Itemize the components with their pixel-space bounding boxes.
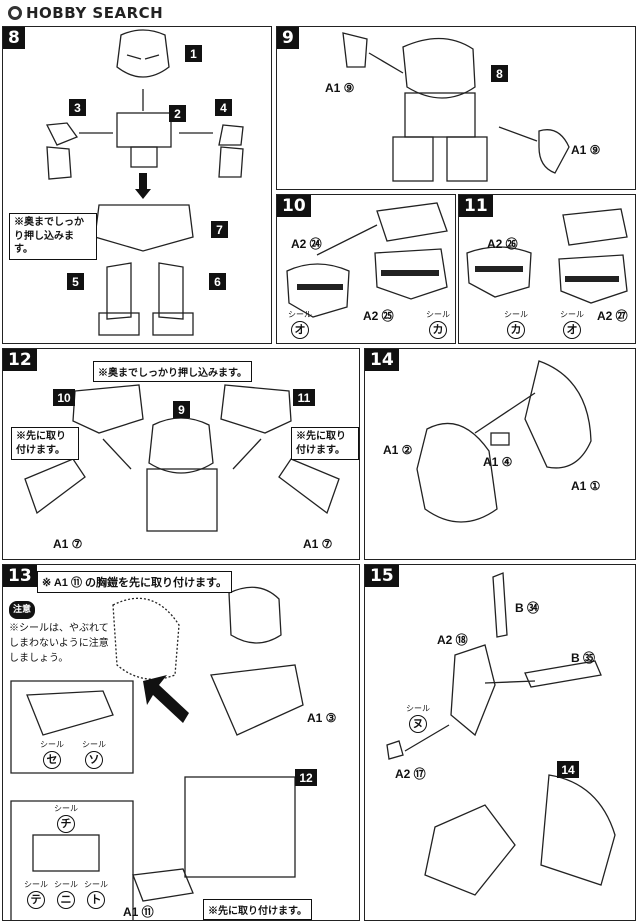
step-15-panel: 15 B ㉞ A2 ⑱ B ㉟ A2 ⑰ シールヌ 14 (364, 564, 636, 921)
attach-first-note-left: ※先に取り付けます。 (11, 427, 79, 460)
part-a1-2: A1 ② (383, 443, 413, 457)
part-b-35: B ㉟ (571, 651, 596, 665)
step-12-panel: 12 ※奥までしっかり押し込みます。 10 9 11 ※先に取り付けます。 ※先… (2, 348, 360, 560)
callout-2: 2 (169, 105, 186, 122)
step-11-drawing (466, 208, 628, 304)
step-number: 10 (277, 195, 311, 217)
seal-so: シールソ (81, 741, 107, 769)
seal-to: シールト (83, 881, 109, 909)
gear-icon (8, 6, 22, 20)
seal-ni: シールニ (53, 881, 79, 909)
part-a1-4: A1 ④ (483, 455, 513, 469)
caution-badge: 注意 (9, 601, 36, 619)
callout-3: 3 (69, 99, 86, 116)
part-a2-26: A2 ㉖ (487, 237, 518, 251)
press-note: ※奥までしっかり押し込みます。 (9, 213, 97, 260)
callout-1: 1 (185, 45, 202, 62)
step-number: 11 (459, 195, 493, 217)
caution-box: 注意 ※シールは、やぶれてしまわないように注意しましょう。 (9, 601, 109, 666)
part-a2-24: A2 ㉔ (291, 237, 322, 251)
attach-first-note-right: ※先に取り付けます。 (291, 427, 359, 460)
step-12-drawing (24, 384, 340, 532)
step-11-panel: 11 A2 ㉖ A2 ㉗ シールカ シールオ (458, 194, 636, 344)
part-a2-18: A2 ⑱ (437, 633, 468, 647)
seal-ka: シールカ (425, 311, 451, 339)
seal-ka: シールカ (503, 311, 529, 339)
step-8-drawing (45, 29, 244, 336)
step-number: 8 (3, 27, 25, 49)
seal-o: シールオ (559, 311, 585, 339)
callout-5: 5 (67, 273, 84, 290)
part-a1-9-left: A1 ⑨ (325, 81, 355, 95)
press-note: ※奥までしっかり押し込みます。 (93, 361, 252, 382)
step-number: 13 (3, 565, 37, 587)
part-a1-1: A1 ① (571, 479, 601, 493)
brand-logo[interactable]: HOBBY SEARCH (8, 4, 163, 22)
part-a2-27: A2 ㉗ (597, 309, 628, 323)
step-15-drawing (386, 572, 616, 896)
callout-7: 7 (211, 221, 228, 238)
step-9-drawing (342, 32, 570, 182)
step-8-panel: 8 1 2 3 4 7 5 6 ※奥までしっかり押し込みます。 (2, 26, 272, 344)
step-13-drawing (10, 586, 304, 920)
step-10-drawing (286, 202, 448, 318)
part-a1-7-right: A1 ⑦ (303, 537, 333, 551)
callout-9: 9 (173, 401, 190, 418)
callout-6: 6 (209, 273, 226, 290)
step-10-panel: 10 A2 ㉔ A2 ㉕ シールオ シールカ (276, 194, 456, 344)
part-a1-9-right: A1 ⑨ (571, 143, 601, 157)
chest-armor-note: ※ A1 ⑪ の胸鎧を先に取り付けます。 (37, 571, 232, 593)
callout-4: 4 (215, 99, 232, 116)
seal-se: シールセ (39, 741, 65, 769)
step-14-panel: 14 A1 ② A1 ④ A1 ① (364, 348, 636, 560)
callout-10: 10 (53, 389, 75, 406)
part-a1-7-left: A1 ⑦ (53, 537, 83, 551)
seal-o: シールオ (287, 311, 313, 339)
callout-14: 14 (557, 761, 579, 778)
step-13-panel: 13 ※ A1 ⑪ の胸鎧を先に取り付けます。 注意 ※シールは、やぶれてしまわ… (2, 564, 360, 921)
step-9-panel: 9 8 A1 ⑨ A1 ⑨ (276, 26, 636, 190)
step-number: 12 (3, 349, 37, 371)
part-a2-25: A2 ㉕ (363, 309, 394, 323)
caution-text: ※シールは、やぶれてしまわないように注意しましょう。 (9, 622, 109, 664)
step-number: 14 (365, 349, 399, 371)
callout-11: 11 (293, 389, 315, 406)
callout-12: 12 (295, 769, 317, 786)
step-14-drawing (416, 360, 592, 523)
part-a1-11: A1 ⑪ (123, 905, 154, 919)
step-number: 15 (365, 565, 399, 587)
part-b-34: B ㉞ (515, 601, 540, 615)
seal-te: シールテ (23, 881, 49, 909)
seal-chi: シールチ (53, 805, 79, 833)
part-a2-17: A2 ⑰ (395, 767, 426, 781)
callout-8: 8 (491, 65, 508, 82)
seal-nu: シールヌ (405, 705, 431, 733)
attach-first-note: ※先に取り付けます。 (203, 899, 312, 920)
header: HOBBY SEARCH (0, 0, 638, 26)
step-number: 9 (277, 27, 299, 49)
part-a1-3: A1 ③ (307, 711, 337, 725)
